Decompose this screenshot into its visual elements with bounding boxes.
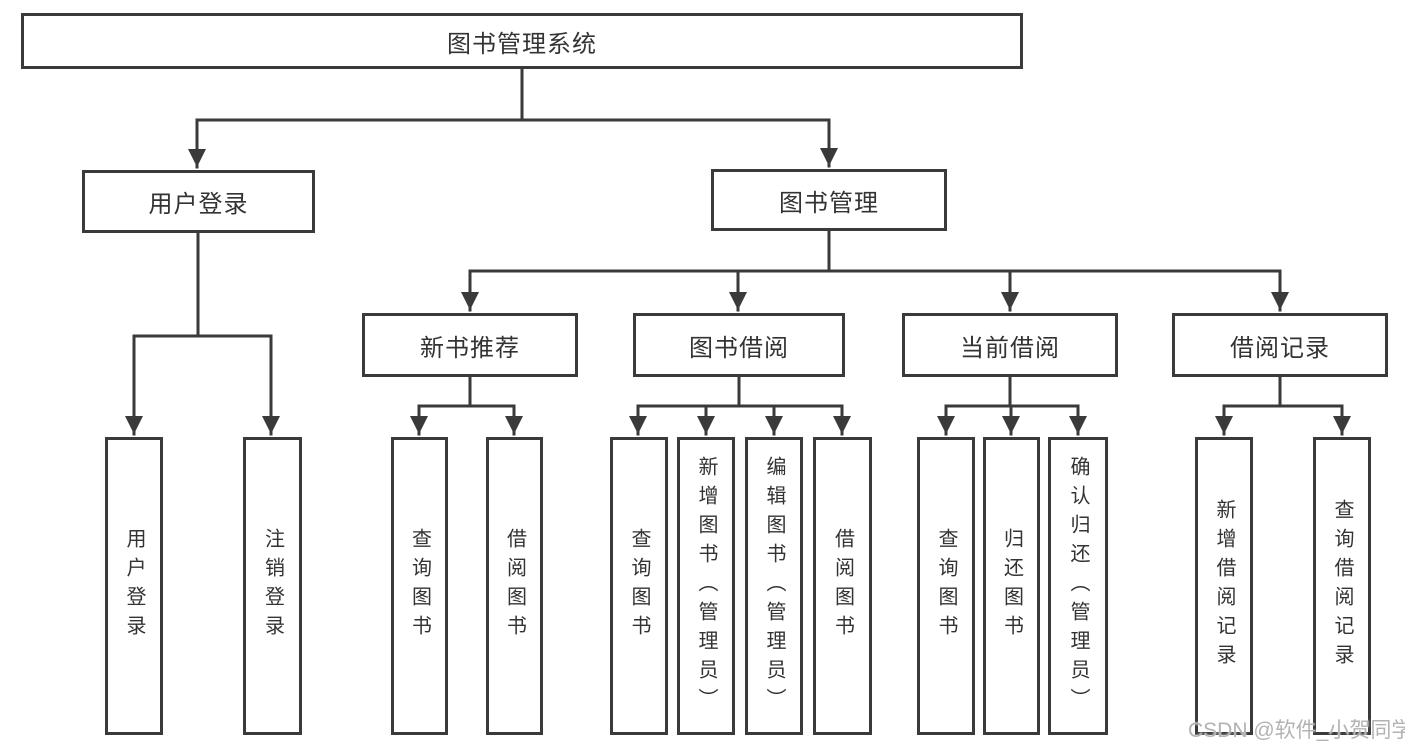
node-borrow-records: 借阅记录 — [1172, 313, 1388, 377]
node-library-management-system: 图书管理系统 — [21, 13, 1023, 69]
csdn-watermark: CSDN @软件_小贺同学 — [1188, 719, 1405, 742]
leaf-query-books-recommend: 查询图书 — [391, 437, 448, 735]
node-new-book-recommend: 新书推荐 — [362, 313, 578, 377]
connector-borrow-branch — [629, 375, 851, 436]
leaf-borrow-books: 借阅图书 — [813, 437, 872, 735]
node-user-login: 用户登录 — [82, 170, 315, 233]
node-current-borrowing: 当前借阅 — [902, 313, 1118, 377]
connector-records-branch — [1215, 375, 1351, 436]
leaf-logout: 注销登录 — [243, 437, 302, 735]
connector-recommend-branch — [410, 375, 523, 436]
leaf-query-books-current: 查询图书 — [917, 437, 975, 735]
leaf-query-borrow-record: 查询借阅记录 — [1313, 437, 1371, 735]
leaf-edit-books-admin: 编辑图书（管理员） — [745, 437, 803, 735]
leaf-add-books-admin: 新增图书（管理员） — [677, 437, 735, 735]
connector-root-branch — [188, 67, 838, 169]
leaf-return-books: 归还图书 — [983, 437, 1040, 735]
connector-login-branch — [125, 231, 280, 436]
node-book-borrowing: 图书借阅 — [633, 313, 845, 377]
connector-current-branch — [937, 375, 1087, 436]
node-book-management: 图书管理 — [711, 169, 947, 231]
leaf-query-books-borrow: 查询图书 — [610, 437, 668, 735]
leaf-user-login: 用户登录 — [105, 437, 163, 735]
connector-mgmt-branch — [461, 229, 1289, 312]
leaf-add-borrow-record: 新增借阅记录 — [1195, 437, 1253, 735]
leaf-borrow-books-recommend: 借阅图书 — [486, 437, 543, 735]
leaf-confirm-return-admin: 确认归还（管理员） — [1048, 437, 1108, 735]
